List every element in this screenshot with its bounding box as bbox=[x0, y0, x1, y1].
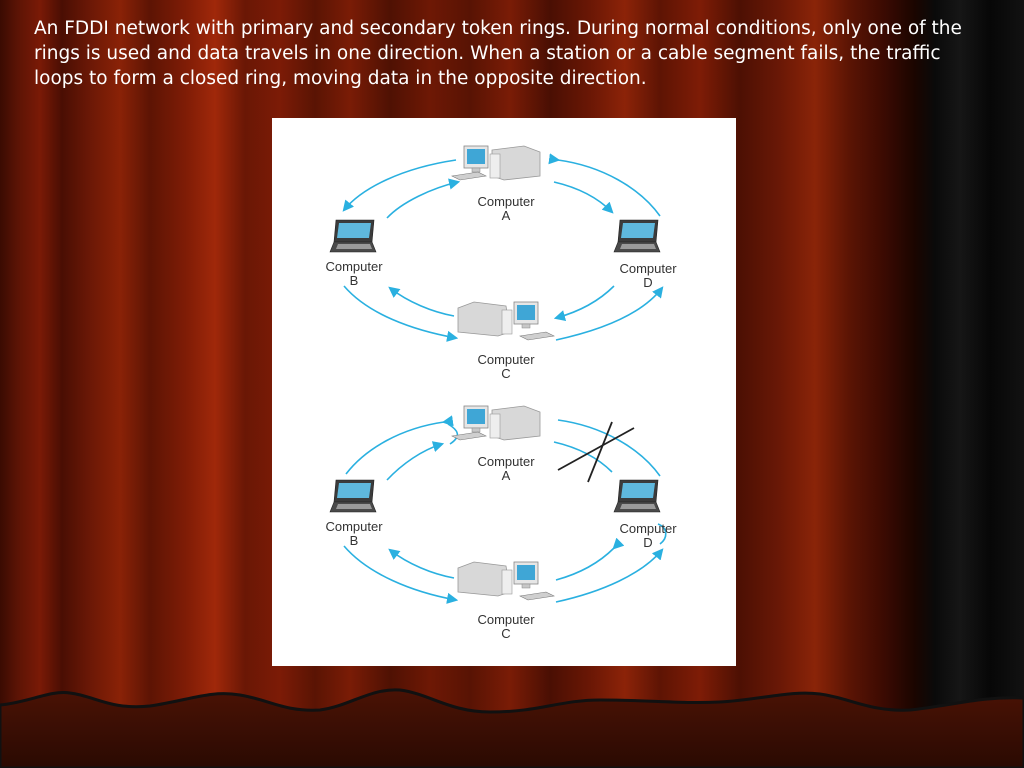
computer-b-label: Computer bbox=[325, 259, 383, 274]
computer-c-label: Computer bbox=[477, 352, 535, 367]
bottom-ring-diagram: Computer A Computer B Computer C Compute… bbox=[325, 405, 677, 641]
curtain-bottom-edge bbox=[0, 688, 1024, 768]
computer-d-letter: D bbox=[643, 535, 652, 550]
fddi-diagram-panel: Computer A Computer B Computer C Compute… bbox=[272, 118, 736, 666]
computer-b-label: Computer bbox=[325, 519, 383, 534]
arrow-c-to-d-outer bbox=[555, 286, 664, 341]
loopback-at-a bbox=[447, 423, 459, 445]
loopback-at-d bbox=[657, 523, 667, 545]
arrow-a-to-b-outer bbox=[345, 415, 454, 475]
arrow-a-to-b-outer bbox=[342, 159, 457, 212]
failure-cross-line-1 bbox=[557, 427, 635, 471]
computer-d-letter: D bbox=[643, 275, 652, 290]
arrow-d-to-c-inner bbox=[555, 537, 625, 581]
arrow-c-to-b-inner bbox=[388, 548, 455, 579]
ring-segment-a-d-outer bbox=[557, 419, 661, 477]
computer-c-label: Computer bbox=[477, 612, 535, 627]
computer-b-letter: B bbox=[350, 533, 359, 548]
arrow-b-to-c-outer bbox=[343, 545, 459, 604]
arrow-c-to-b-inner bbox=[388, 286, 455, 317]
arrow-b-to-c-outer bbox=[343, 285, 459, 342]
fddi-diagram: Computer A Computer B Computer C Compute… bbox=[325, 145, 677, 641]
arrow-a-to-d-inner bbox=[553, 181, 614, 214]
arrow-d-to-a-outer bbox=[548, 153, 661, 217]
arrow-d-to-c-inner bbox=[553, 285, 615, 322]
computer-c-letter: C bbox=[501, 366, 510, 381]
computer-a-letter: A bbox=[502, 208, 511, 223]
slide-caption: An FDDI network with primary and seconda… bbox=[34, 18, 962, 89]
arrow-c-to-d-outer bbox=[555, 548, 664, 603]
arrow-b-to-a-inner bbox=[386, 178, 461, 219]
computer-a-letter: A bbox=[502, 468, 511, 483]
computer-c-letter: C bbox=[501, 626, 510, 641]
arrow-b-to-a-inner bbox=[386, 441, 445, 481]
computer-a-label: Computer bbox=[477, 454, 535, 469]
computer-d-label: Computer bbox=[619, 261, 677, 276]
top-ring-diagram: Computer A Computer B Computer C Compute… bbox=[325, 145, 677, 381]
computer-b-letter: B bbox=[350, 273, 359, 288]
failure-cross-line-2 bbox=[587, 421, 613, 483]
computer-a-label: Computer bbox=[477, 194, 535, 209]
computer-d-label: Computer bbox=[619, 521, 677, 536]
